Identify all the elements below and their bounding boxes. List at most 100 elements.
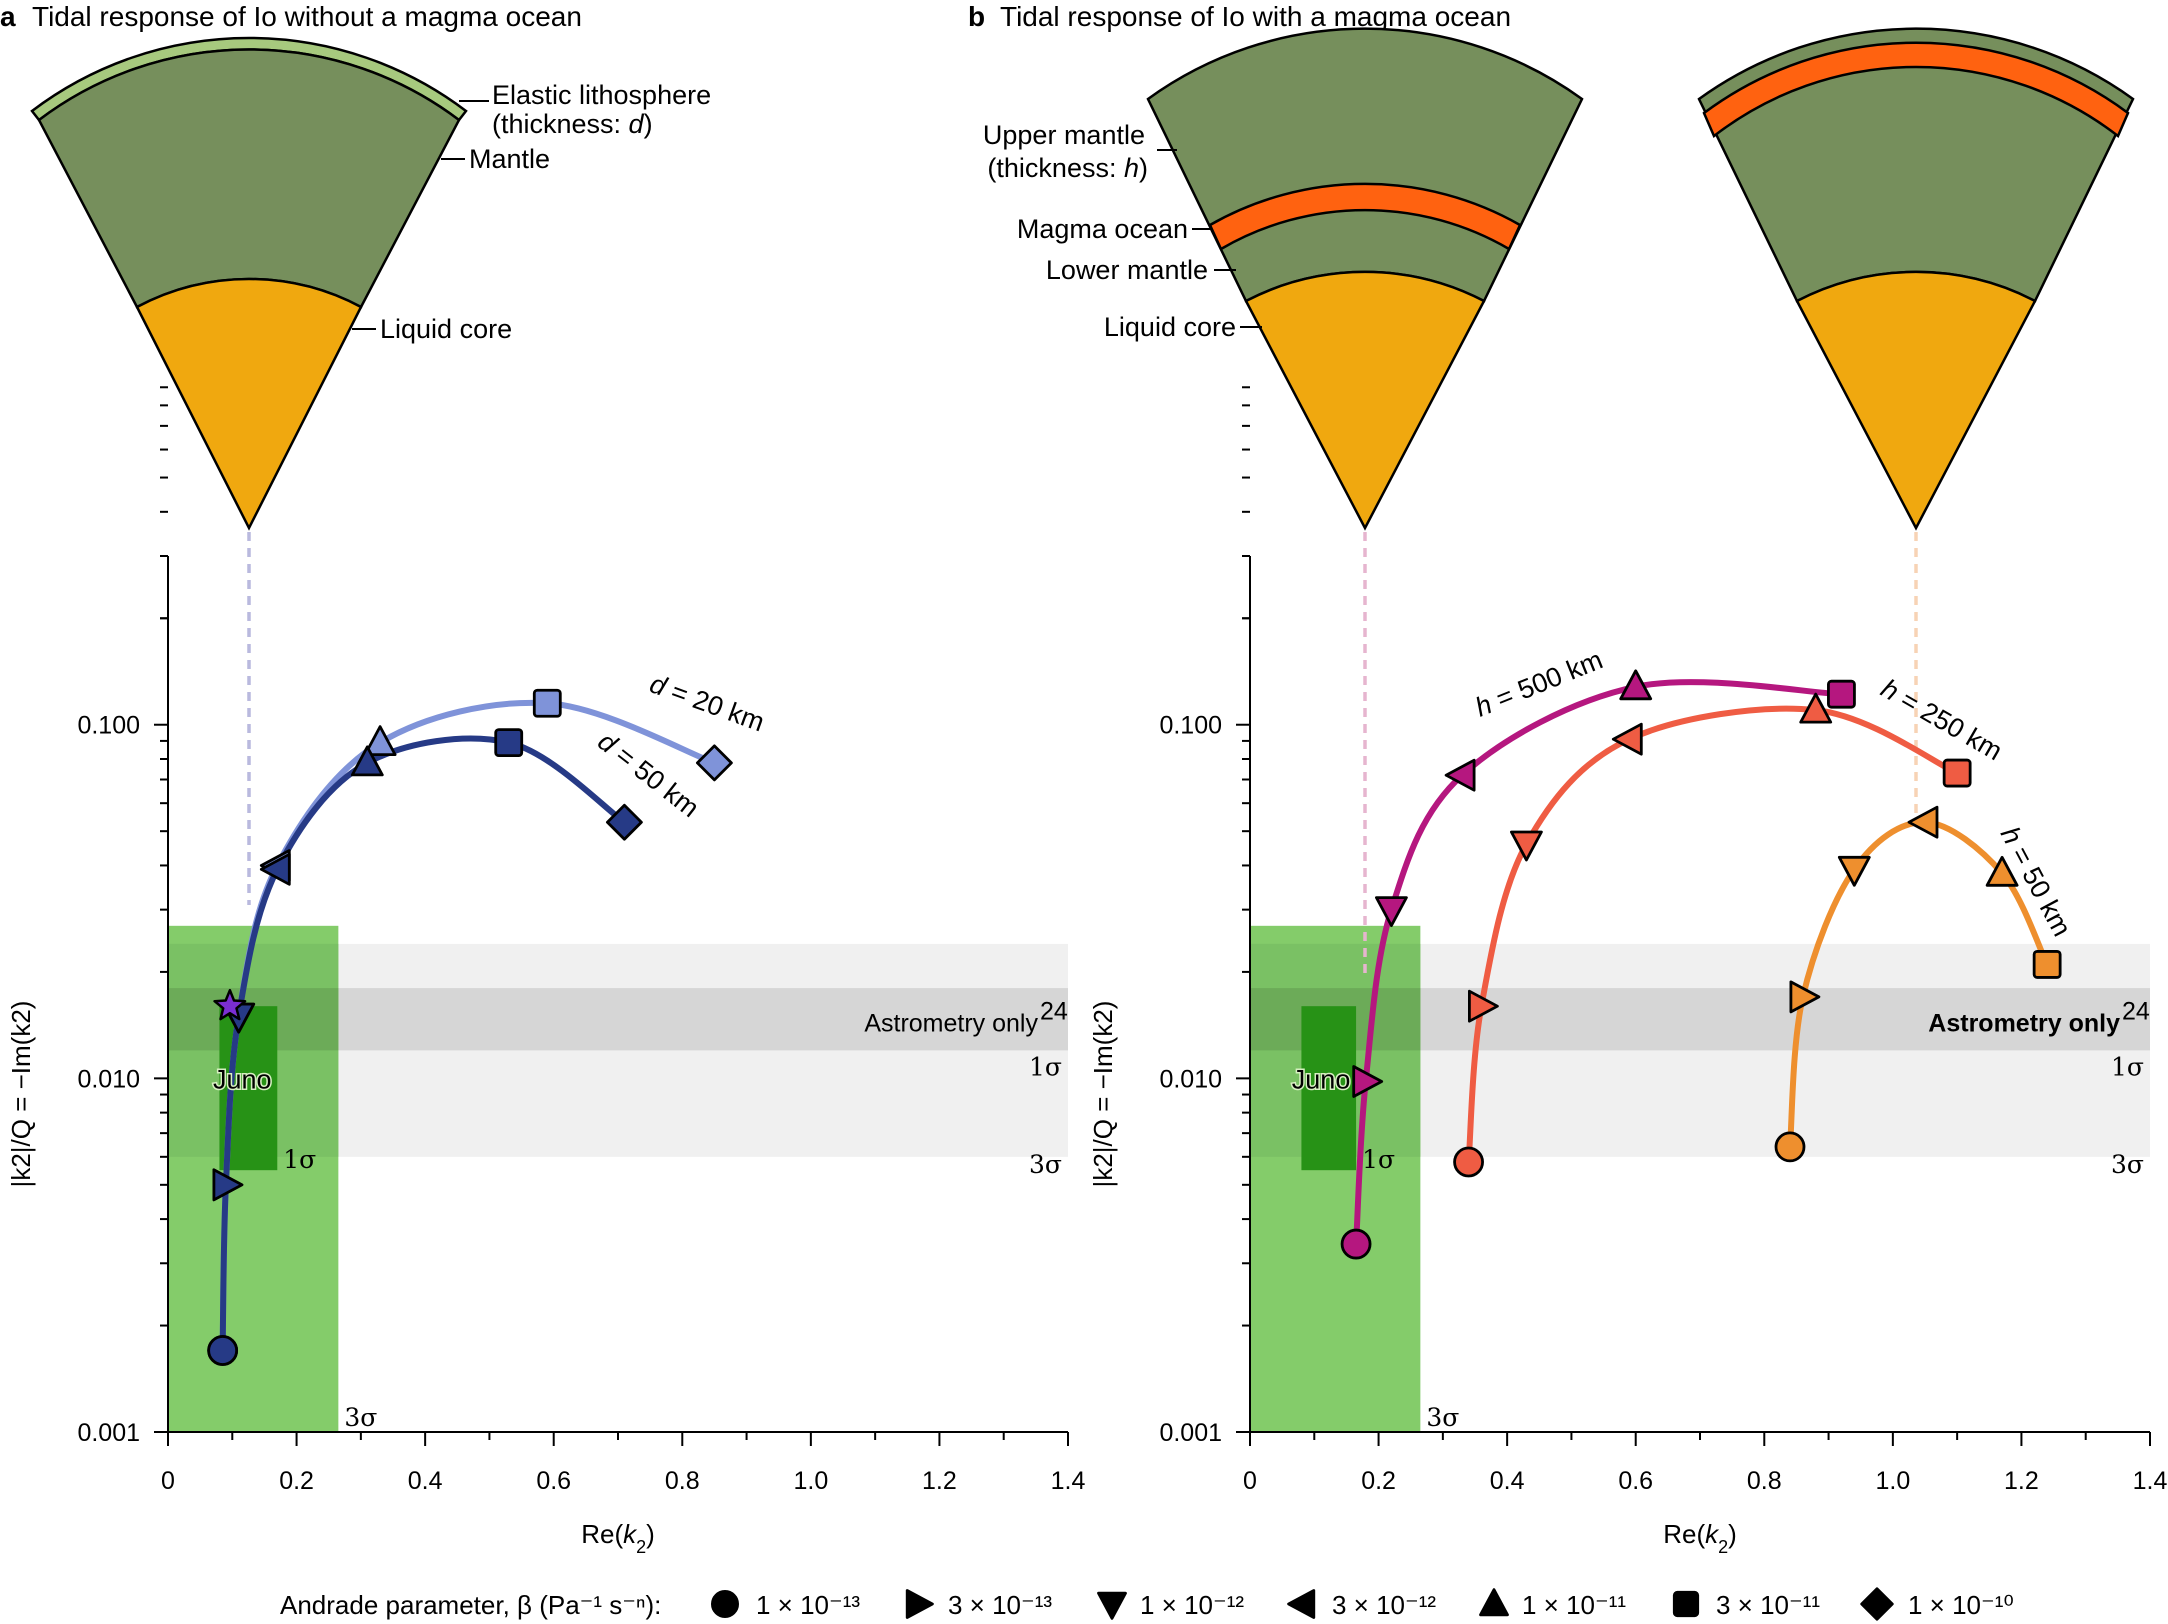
x-tick-label: 0 <box>161 1467 175 1495</box>
x-tick-label: 0.6 <box>1618 1467 1653 1495</box>
legend-marker-tri-up <box>1479 1588 1509 1617</box>
juno-1sigma-box <box>1301 1006 1357 1171</box>
magma-ocean-layer <box>1208 182 1522 251</box>
legend-marker-square <box>1672 1590 1700 1618</box>
y-tick-label: 0.100 <box>77 712 140 740</box>
y-tick-label: 0.001 <box>77 1419 140 1447</box>
legend-marker-diamond <box>1860 1587 1894 1621</box>
data-point-d20 <box>696 744 733 782</box>
y-tick-label: 0.001 <box>1159 1419 1222 1447</box>
core-layer-b1 <box>1244 270 1486 531</box>
data-point-h50 <box>2032 950 2062 979</box>
legend-item-label: 1 × 10⁻¹² <box>1140 1590 1244 1620</box>
label-magma-ocean: Magma ocean <box>1017 214 1188 244</box>
legend-title: Andrade parameter, β (Pa⁻¹ s⁻ⁿ): <box>280 1590 661 1620</box>
astrometry-3sigma-label: 3σ <box>1029 1150 1062 1179</box>
x-tick-label: 0.2 <box>1361 1467 1396 1495</box>
x-tick-label: 1.4 <box>1051 1467 1086 1495</box>
data-point-d50 <box>212 1168 244 1202</box>
juno-label: Juno <box>213 1064 272 1094</box>
data-point-d50 <box>207 1335 239 1366</box>
legend-marker-tri-left <box>1287 1589 1316 1619</box>
x-tick-label: 0.8 <box>665 1467 700 1495</box>
astrometry-ref: 24 <box>1040 997 1068 1025</box>
data-point-h250 <box>1510 830 1543 862</box>
y-tick-label: 0.100 <box>1159 712 1222 740</box>
legend-marker-circle <box>711 1590 740 1619</box>
x-tick-label: 0.2 <box>279 1467 314 1495</box>
label-upper-mantle-thickness: (thickness: h) <box>987 153 1148 183</box>
label-mantle: Mantle <box>469 144 550 174</box>
label-liquid-core-b: Liquid core <box>1104 312 1236 342</box>
panel-b-letter: b <box>968 1 985 32</box>
series-label-h250: h = 250 km <box>1876 673 2007 766</box>
panel-a-title: Tidal response of Io without a magma oce… <box>32 1 582 32</box>
x-tick-label: 1.4 <box>2133 1467 2168 1495</box>
data-point-h250 <box>1468 989 1499 1023</box>
x-tick-label: 1.0 <box>793 1467 828 1495</box>
legend-item-label: 1 × 10⁻¹⁰ <box>1908 1590 2014 1620</box>
wedge-b-deep: Upper mantle (thickness: h) Magma ocean … <box>983 27 1584 531</box>
x-tick-label: 1.2 <box>2004 1467 2039 1495</box>
core-layer <box>135 277 363 531</box>
x-tick-label: 0.8 <box>1747 1467 1782 1495</box>
label-elastic-lithosphere: Elastic lithosphere <box>492 80 711 110</box>
data-point-d50 <box>606 803 643 841</box>
x-tick-label: 1.2 <box>922 1467 957 1495</box>
x-axis-label: Re(k2) <box>1663 1519 1737 1557</box>
juno-1sigma-label: 1σ <box>283 1145 316 1174</box>
panel-a-letter: a <box>0 1 16 32</box>
legend-marker-tri-down <box>1097 1591 1127 1620</box>
legend-item-label: 1 × 10⁻¹³ <box>756 1590 860 1620</box>
astrometry-label: Astrometry only <box>864 1009 1038 1037</box>
x-tick-label: 0 <box>1243 1467 1257 1495</box>
data-point-h50 <box>1907 805 1939 839</box>
upper-mantle-layer <box>1146 27 1584 303</box>
data-point-h500 <box>1340 1228 1372 1260</box>
x-tick-label: 0.4 <box>1490 1467 1525 1495</box>
mantle-layer-b2 <box>1697 27 2135 303</box>
astrometry-1sigma-band <box>338 988 1068 1051</box>
wedge-a: Elastic lithosphere (thickness: d) Mantl… <box>30 36 711 531</box>
legend-item-label: 3 × 10⁻¹¹ <box>1716 1590 1820 1620</box>
data-point-d20 <box>363 725 397 756</box>
data-point-h250 <box>1942 758 1972 788</box>
y-axis-label: |k2|/Q = −Im(k2) <box>1088 1001 1118 1188</box>
astrometry-label: Astrometry only <box>1928 1009 2120 1037</box>
astrometry-3sigma-label: 3σ <box>2111 1150 2144 1179</box>
mantle-layer <box>37 48 461 309</box>
astrometry-1sigma-label: 1σ <box>1029 1052 1062 1081</box>
data-point-d50 <box>494 728 524 758</box>
data-point-h250 <box>1453 1146 1484 1178</box>
label-lithosphere-thickness: (thickness: d) <box>492 109 653 139</box>
data-point-h500 <box>1619 669 1653 701</box>
x-tick-label: 1.0 <box>1875 1467 1910 1495</box>
legend-item-label: 1 × 10⁻¹¹ <box>1522 1590 1626 1620</box>
series-label-d20: d = 20 km <box>646 668 768 737</box>
y-tick-label: 0.010 <box>77 1065 140 1093</box>
legend-marker-tri-right <box>905 1589 934 1619</box>
series-line-h250 <box>1465 705 1961 1165</box>
data-point-h500 <box>1352 1065 1384 1098</box>
astrometry-1sigma-band <box>1420 988 2150 1051</box>
juno-1sigma-label: 1σ <box>1362 1145 1395 1174</box>
x-tick-label: 0.4 <box>408 1467 443 1495</box>
data-point-h50 <box>1985 855 2019 887</box>
data-point-h50 <box>1789 980 1821 1014</box>
core-layer-b2 <box>1795 270 2037 531</box>
data-point-d50 <box>259 852 291 886</box>
data-point-h50 <box>1837 855 1871 887</box>
label-lower-mantle: Lower mantle <box>1046 255 1208 285</box>
wedge-b-shallow <box>1697 27 2135 531</box>
data-point-d50 <box>350 745 384 777</box>
x-tick-label: 0.6 <box>536 1467 571 1495</box>
legend-item-label: 3 × 10⁻¹³ <box>948 1590 1052 1620</box>
series-label-h500: h = 500 km <box>1471 644 1607 722</box>
juno-3sigma-label: 3σ <box>344 1403 377 1432</box>
legend: Andrade parameter, β (Pa⁻¹ s⁻ⁿ): 1 × 10⁻… <box>280 1587 2014 1621</box>
astrometry-1sigma-label: 1σ <box>2111 1052 2144 1081</box>
panel-b-title: Tidal response of Io with a magma ocean <box>1000 1 1511 32</box>
